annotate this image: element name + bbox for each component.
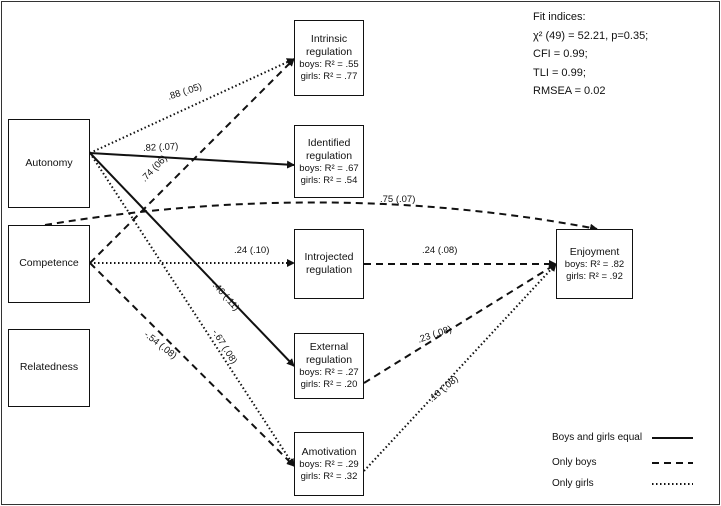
identified-girls-r2: girls: R² = .54 — [300, 174, 358, 186]
node-identified-regulation: Identified regulation boys: R² = .67 gir… — [294, 125, 364, 198]
path-label-competence-enjoyment: .75 (.07) — [380, 194, 416, 205]
enjoyment-boys-r2: boys: R² = .82 — [564, 258, 625, 270]
external-girls-r2: girls: R² = .20 — [300, 379, 358, 391]
fit-cfi: CFI = 0.99; — [533, 48, 588, 60]
external-title-1: External — [309, 341, 349, 353]
node-relatedness: Relatedness — [8, 329, 90, 407]
intrinsic-boys-r2: boys: R² = .55 — [299, 59, 359, 71]
path-label-competence-introjected: .24 (.10) — [234, 245, 270, 256]
fit-tli: TLI = 0.99; — [533, 66, 586, 79]
enjoyment-title: Enjoyment — [569, 245, 620, 258]
path-arrow-competence-to-enjoyment — [44, 201, 598, 232]
amotivation-boys-r2: boys: R² = .29 — [299, 458, 359, 470]
legend-label-dashed: Only boys — [552, 457, 597, 468]
fit-rmsea: RMSEA = 0.02 — [533, 85, 606, 97]
path-arrow-autonomy-to-identified — [89, 152, 295, 169]
external-boys-r2: boys: R² = .27 — [299, 367, 359, 379]
node-introjected-regulation: Introjected regulation — [294, 229, 364, 299]
node-autonomy-label: Autonomy — [25, 156, 73, 169]
legend-label-solid: Boys and girls equal — [552, 432, 643, 443]
intrinsic-title-1: Intrinsic — [310, 33, 348, 45]
introjected-title-1: Introjected — [304, 250, 354, 263]
enjoyment-girls-r2: girls: R² = .92 — [566, 270, 623, 282]
node-competence-label: Competence — [19, 257, 79, 270]
fit-chi-square: χ² (49) = 52.21, p=0.35; — [533, 29, 649, 42]
identified-title-2: regulation — [305, 149, 353, 162]
identified-title-1: Identified — [307, 136, 351, 149]
intrinsic-title-2: regulation — [305, 46, 353, 59]
intrinsic-girls-r2: girls: R² = .77 — [300, 71, 358, 83]
path-arrow-amotivation-to-enjoyment — [363, 263, 557, 472]
path-arrow-competence-to-intrinsic — [89, 58, 295, 264]
introjected-title-2: regulation — [305, 264, 353, 276]
path-arrow-autonomy-to-external — [89, 152, 295, 367]
fit-indices: Fit indices: χ² (49) = 52.21, p=0.35; CF… — [533, 8, 648, 101]
external-title-2: regulation — [305, 354, 353, 367]
identified-boys-r2: boys: R² = .67 — [299, 162, 359, 174]
node-competence: Competence — [8, 225, 90, 303]
legend-label-dotted: Only girls — [552, 478, 594, 489]
node-external-regulation: External regulation boys: R² = .27 girls… — [294, 333, 364, 399]
node-intrinsic-regulation: Intrinsic regulation boys: R² = .55 girl… — [294, 20, 364, 96]
path-label-introjected-enjoyment: .24 (.08) — [422, 245, 458, 256]
node-relatedness-label: Relatedness — [19, 361, 79, 374]
path-label-autonomy-identified: .82 (.07) — [142, 141, 179, 154]
node-amotivation: Amotivation boys: R² = .29 girls: R² = .… — [294, 432, 364, 496]
node-autonomy: Autonomy — [8, 119, 90, 208]
path-arrow-competence-to-amotivation — [89, 262, 295, 467]
path-arrow-autonomy-to-amotivation — [89, 152, 295, 467]
path-arrow-external-to-enjoyment — [363, 263, 557, 384]
amotivation-title: Amotivation — [301, 445, 357, 458]
node-enjoyment: Enjoyment boys: R² = .82 girls: R² = .92 — [556, 229, 633, 299]
amotivation-girls-r2: girls: R² = .32 — [300, 470, 358, 482]
path-arrow-autonomy-to-intrinsic — [89, 58, 295, 154]
fit-title: Fit indices: — [533, 11, 586, 23]
